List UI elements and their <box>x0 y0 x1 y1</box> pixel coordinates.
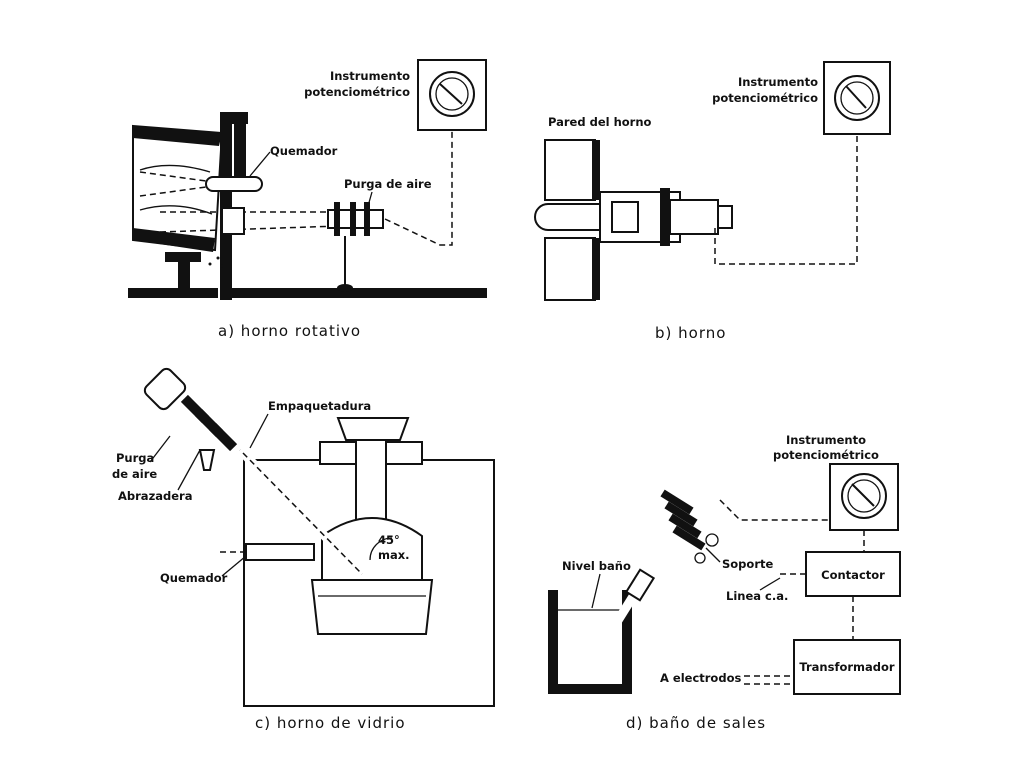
sighting-tube-a <box>159 202 384 292</box>
immersion-thermocouple <box>597 465 719 651</box>
angle-label-2: max. <box>378 548 410 562</box>
salt-bath-tank <box>548 590 632 694</box>
kiln-wall <box>220 112 487 300</box>
caption-b: b) horno <box>655 324 726 342</box>
caption-a: a) horno rotativo <box>218 322 361 340</box>
potentiometer-instrument-a <box>417 59 487 131</box>
air-purge-label-c1: Purga <box>116 451 154 465</box>
potentiometer-instrument-d <box>829 463 899 531</box>
signal-line-a <box>384 130 453 246</box>
kiln-stand <box>128 252 218 298</box>
packing-label: Empaquetadura <box>268 399 371 413</box>
rotary-kiln <box>132 124 224 252</box>
panel-c: 45° max. Quemador Empaquetadura Purga de… <box>112 367 495 732</box>
transformer-box <box>793 639 901 695</box>
clamp-label: Abrazadera <box>118 489 192 503</box>
instrument-label-b2: potenciométrico <box>712 91 818 105</box>
burner-label-a: Quemador <box>270 144 338 158</box>
support-label: Soporte <box>722 557 773 571</box>
electrodes-label: A electrodos <box>660 671 741 685</box>
caption-d: d) baño de sales <box>626 714 766 732</box>
air-purge-label-c2: de aire <box>112 467 157 481</box>
instrument-label-a2: potenciométrico <box>304 85 410 99</box>
potentiometer-instrument-b <box>823 61 891 135</box>
caption-c: c) horno de vidrio <box>255 714 406 732</box>
instrument-label-d2: potenciométrico <box>773 448 879 462</box>
instrument-label-a1: Instrumento <box>330 69 410 83</box>
transformer-label: Transformador <box>799 660 894 674</box>
burner-c <box>220 543 315 561</box>
signal-line-d1 <box>719 499 830 521</box>
bath-level-label: Nivel baño <box>562 559 631 573</box>
contactor-label: Contactor <box>821 568 885 582</box>
panel-a: Instrumento potenciométrico <box>128 59 487 340</box>
instrument-label-d1: Instrumento <box>786 433 866 447</box>
panel-d: Instrumento potenciométrico Nivel baño S… <box>548 433 901 732</box>
thermocouple-b <box>534 188 733 246</box>
panel-b: Instrumento potenciométrico Pared del ho… <box>534 61 891 342</box>
furnace-wall-label: Pared del horno <box>548 115 652 129</box>
air-purge-label-a: Purga de aire <box>344 177 432 191</box>
instrument-label-b1: Instrumento <box>738 75 818 89</box>
burner-label-c: Quemador <box>160 571 228 585</box>
furnace-wall <box>544 139 600 301</box>
inclined-thermocouple <box>143 367 366 578</box>
signal-line-b <box>714 134 858 265</box>
burner-a <box>139 171 263 197</box>
angle-label-1: 45° <box>378 533 400 547</box>
glass-furnace <box>243 417 495 707</box>
ac-line-label: Linea c.a. <box>726 589 788 603</box>
